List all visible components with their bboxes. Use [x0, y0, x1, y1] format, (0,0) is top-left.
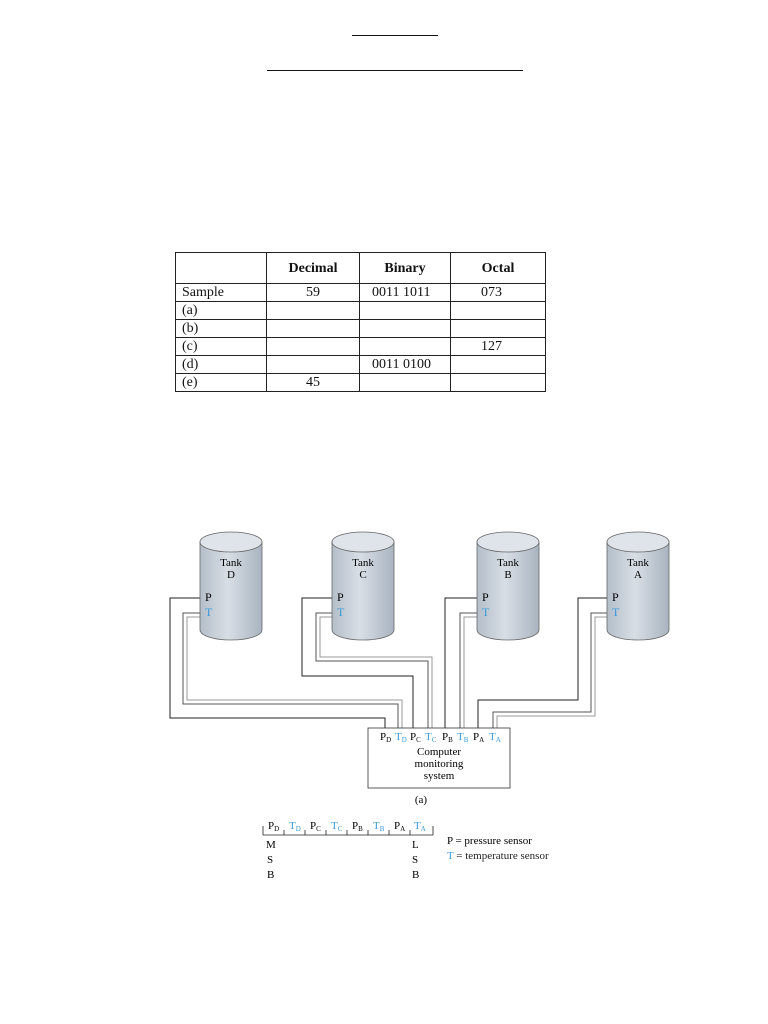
port-labels: PD TD PC TC PB TB PA TA	[380, 731, 501, 744]
bit-label: PA	[394, 820, 405, 833]
table-row: (b)	[175, 319, 546, 338]
legend: P = pressure sensor T = temperature sens…	[447, 835, 549, 862]
wire-pb	[444, 597, 477, 730]
octal-cell	[450, 373, 546, 392]
tank-a: Tank A P T	[606, 531, 670, 641]
computer-label-line1: Computer	[417, 746, 461, 758]
msb-s: S	[267, 854, 273, 866]
table-row: (d) 0011 0100	[175, 355, 546, 374]
port-label: TA	[489, 731, 501, 744]
tank-d-name: Tank	[220, 557, 242, 569]
row-label: (d)	[175, 355, 267, 374]
tank-c-pressure-sensor: P	[337, 590, 344, 604]
wire-pa	[477, 597, 607, 730]
tank-d-letter: D	[227, 569, 235, 581]
table-header-row: Decimal Binary Octal	[175, 252, 546, 284]
tank-a-letter: A	[634, 569, 642, 581]
wire-ta-inner	[496, 616, 607, 730]
port-label: PC	[410, 731, 421, 744]
port-label: TD	[395, 731, 407, 744]
register-word: PD TD PC TC PB TB PA TA M S B L S B	[262, 820, 434, 881]
port-label: PB	[442, 731, 453, 744]
computer-label-line3: system	[424, 770, 455, 782]
lsb-label: L S B	[412, 839, 419, 881]
lsb-l: L	[412, 839, 419, 851]
legend-temperature-text: = temperature sensor	[454, 850, 549, 862]
wire-tb-inner	[463, 616, 477, 730]
wire-pd	[169, 597, 386, 730]
sensor-wiring	[169, 597, 607, 730]
wire-tb	[459, 612, 477, 730]
tank-c-name: Tank	[352, 557, 374, 569]
header-corner	[175, 252, 267, 284]
binary-cell: 0011 0100	[359, 355, 451, 374]
bit-label: PB	[352, 820, 363, 833]
lsb-b: B	[412, 869, 419, 881]
tank-a-temperature-sensor: T	[612, 605, 620, 619]
header-octal: Octal	[450, 252, 546, 284]
title-rule	[352, 35, 438, 36]
bit-label: PC	[310, 820, 321, 833]
header-binary: Binary	[359, 252, 451, 284]
tank-d-pressure-sensor: P	[205, 590, 212, 604]
row-label: Sample	[175, 283, 267, 302]
table-row: (a)	[175, 301, 546, 320]
row-label: (c)	[175, 337, 267, 356]
msb-label: M S B	[266, 839, 276, 881]
lsb-s: S	[412, 854, 418, 866]
tank-b-pressure-sensor: P	[482, 590, 489, 604]
port-label: PD	[380, 731, 391, 744]
tank-d: Tank D P T	[199, 531, 263, 641]
tank-b-letter: B	[504, 569, 511, 581]
legend-t-glyph: T	[447, 850, 454, 862]
tank-c-temperature-sensor: T	[337, 605, 345, 619]
wire-tc	[315, 612, 429, 730]
tank-b-name: Tank	[497, 557, 519, 569]
tank-a-name: Tank	[627, 557, 649, 569]
tank-b-temperature-sensor: T	[482, 605, 490, 619]
msb-b: B	[267, 869, 274, 881]
tank-c-letter: C	[359, 569, 366, 581]
wire-td	[182, 612, 399, 730]
octal-cell: 127	[450, 337, 546, 356]
wire-tc-inner	[319, 616, 433, 730]
tank-d-temperature-sensor: T	[205, 605, 213, 619]
wire-td-inner	[186, 616, 403, 730]
port-label: PA	[473, 731, 484, 744]
bit-label: TD	[289, 820, 301, 833]
header-decimal: Decimal	[266, 252, 360, 284]
decimal-cell: 45	[266, 373, 360, 392]
bit-label: PD	[268, 820, 279, 833]
computer-monitoring-system: PD TD PC TC PB TB PA TA Computer monitor…	[367, 727, 511, 789]
computer-label-line2: monitoring	[415, 758, 464, 770]
wire-ta	[492, 612, 607, 730]
row-label: (a)	[175, 301, 267, 320]
tank-c: Tank C P T	[331, 531, 395, 641]
legend-pressure: P = pressure sensor	[447, 835, 532, 847]
legend-temperature: T = temperature sensor	[447, 850, 549, 862]
wire-pc	[301, 597, 414, 730]
row-label: (e)	[175, 373, 267, 392]
bit-label: TC	[331, 820, 343, 833]
tank-b: Tank B P T	[476, 531, 540, 641]
bit-label: TB	[373, 820, 385, 833]
figure-caption: (a)	[415, 794, 428, 806]
number-conversion-table: Decimal Binary Octal Sample 59 0011 1011…	[175, 252, 546, 392]
subtitle-rule	[267, 70, 523, 71]
tank-a-pressure-sensor: P	[612, 590, 619, 604]
bit-label: TA	[414, 820, 426, 833]
msb-m: M	[266, 839, 276, 851]
table-row: (e) 45	[175, 373, 546, 392]
port-label: TC	[425, 731, 437, 744]
port-label: TB	[457, 731, 469, 744]
